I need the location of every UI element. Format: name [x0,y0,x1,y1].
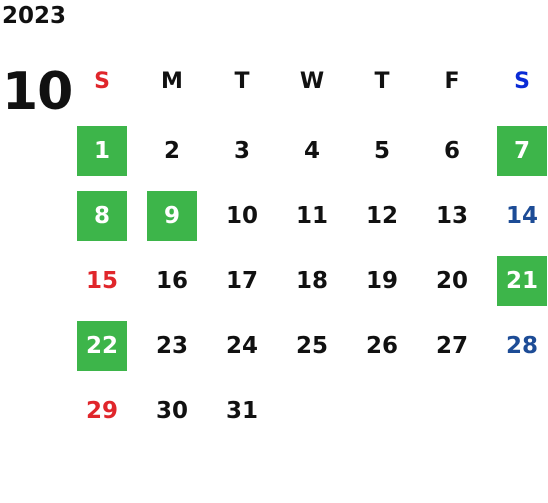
day-number: 4 [303,137,320,164]
day-cell: 15 [67,248,137,313]
day-number: 13 [435,202,468,229]
day-number: 1 [77,125,127,176]
day-number: 9 [147,190,197,241]
day-number: 30 [155,397,188,424]
year-label: 2023 [2,3,67,29]
day-number: 6 [443,137,460,164]
day-number: 22 [77,320,127,371]
day-number: 20 [435,267,468,294]
day-number: 28 [505,332,538,359]
day-number: 21 [497,255,547,306]
day-number: 11 [295,202,328,229]
day-cell: 29 [67,378,137,443]
day-cell: 25 [277,313,347,378]
day-number: 12 [365,202,398,229]
day-cell: 14 [487,183,548,248]
day-cell: 28 [487,313,548,378]
weekday-wednesday: W [299,69,325,94]
day-cell: 3 [207,118,277,183]
weekday-monday: M [161,69,183,94]
day-number: 15 [85,267,118,294]
weekday-saturday: S [514,69,530,94]
day-cell: 12 [347,183,417,248]
day-number: 2 [163,137,180,164]
day-number: 18 [295,267,328,294]
day-number: 8 [77,190,127,241]
day-cell: 27 [417,313,487,378]
day-cell: 17 [207,248,277,313]
day-number: 17 [225,267,258,294]
day-cell: 31 [207,378,277,443]
day-cell: 2 [137,118,207,183]
day-cell-holiday: 1 [67,118,137,183]
day-number: 7 [497,125,547,176]
weekday-tuesday: T [234,69,250,94]
day-cell: 20 [417,248,487,313]
day-cell-holiday: 22 [67,313,137,378]
day-number: 25 [295,332,328,359]
day-cell: 13 [417,183,487,248]
day-number: 16 [155,267,188,294]
day-cell-holiday: 9 [137,183,207,248]
day-cell-holiday: 21 [487,248,548,313]
month-label: 10 [2,62,73,122]
weekday-thursday: T [374,69,390,94]
day-cell: 6 [417,118,487,183]
day-cell: 16 [137,248,207,313]
day-number: 19 [365,267,398,294]
day-cell: 18 [277,248,347,313]
day-cell: 24 [207,313,277,378]
day-cell: 4 [277,118,347,183]
day-cell: 10 [207,183,277,248]
day-cell: 11 [277,183,347,248]
day-number: 14 [505,202,538,229]
day-number: 24 [225,332,258,359]
day-cell: 26 [347,313,417,378]
day-cell: 30 [137,378,207,443]
weekday-friday: F [444,69,460,94]
day-number: 5 [373,137,390,164]
day-cell-holiday: 7 [487,118,548,183]
day-number: 26 [365,332,398,359]
day-number: 31 [225,397,258,424]
day-number: 10 [225,202,258,229]
day-cell: 23 [137,313,207,378]
day-number: 27 [435,332,468,359]
day-number: 23 [155,332,188,359]
day-cell: 5 [347,118,417,183]
weekday-header-row: S M T W T F S [67,62,548,102]
day-cell-holiday: 8 [67,183,137,248]
weekday-sunday: S [94,69,110,94]
day-number: 3 [233,137,250,164]
day-cell: 19 [347,248,417,313]
day-number: 29 [85,397,118,424]
